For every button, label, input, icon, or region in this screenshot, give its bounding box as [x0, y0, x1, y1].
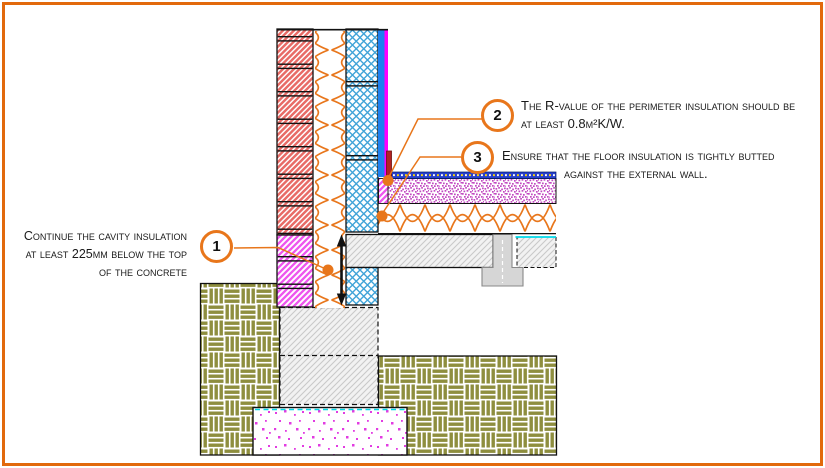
leader-1 — [233, 246, 329, 271]
leader-2 — [387, 118, 482, 180]
leader-dot-3 — [376, 210, 388, 222]
annotation-floor-insulation: Ensure that the floor insulation is tigh… — [502, 147, 774, 183]
ground-earth-right — [377, 355, 558, 456]
annotation-2-line-1: The R-value of the perimeter insulation … — [521, 98, 796, 113]
cavity-insulation — [315, 31, 345, 308]
leader-lines — [233, 118, 482, 271]
leader-dot-2 — [382, 175, 394, 186]
annotation-perimeter-insulation: The R-value of the perimeter insulation … — [521, 97, 795, 133]
annotation-2-line-2: at least 0.8m²K/W. — [521, 116, 625, 131]
slab-thickening-pier — [481, 233, 524, 287]
annotation-1-line-3: of the concrete — [99, 265, 187, 279]
callout-number-3: 3 — [473, 149, 482, 166]
leader-dot-1 — [322, 264, 334, 276]
inner-leaf-below-slab — [345, 266, 379, 306]
annotation-1-line-1: Continue the cavity insulation — [23, 229, 187, 243]
floor-slab-continuation — [516, 236, 557, 268]
callout-bubble-2: 2 — [481, 99, 514, 132]
annotation-1-line-2: at least 225mm below the top — [25, 247, 187, 261]
callout-number-2: 2 — [493, 107, 502, 124]
annotation-3-line-2: against the external wall. — [564, 166, 708, 181]
masonry-course-joints — [277, 33, 313, 303]
plaster-skim — [384, 29, 388, 177]
floor-slab-concrete — [345, 233, 494, 269]
annotation-3-line-1: Ensure that the floor insulation is tigh… — [502, 148, 775, 163]
leader-3 — [381, 156, 461, 215]
callout-bubble-1: 1 — [200, 230, 233, 263]
floor-insulation — [378, 203, 556, 233]
dimension-arrow-225mm — [336, 234, 347, 306]
inner-leaf-blockwork — [345, 28, 379, 233]
callout-number-1: 1 — [212, 238, 221, 255]
leader-dots — [322, 175, 394, 276]
block-course-joints — [346, 81, 378, 161]
concrete-footing — [252, 406, 408, 456]
inner-lining-board — [378, 29, 385, 177]
callout-bubble-3: 3 — [461, 141, 494, 174]
annotation-cavity-insulation: Continue the cavity insulation at least … — [14, 227, 187, 281]
